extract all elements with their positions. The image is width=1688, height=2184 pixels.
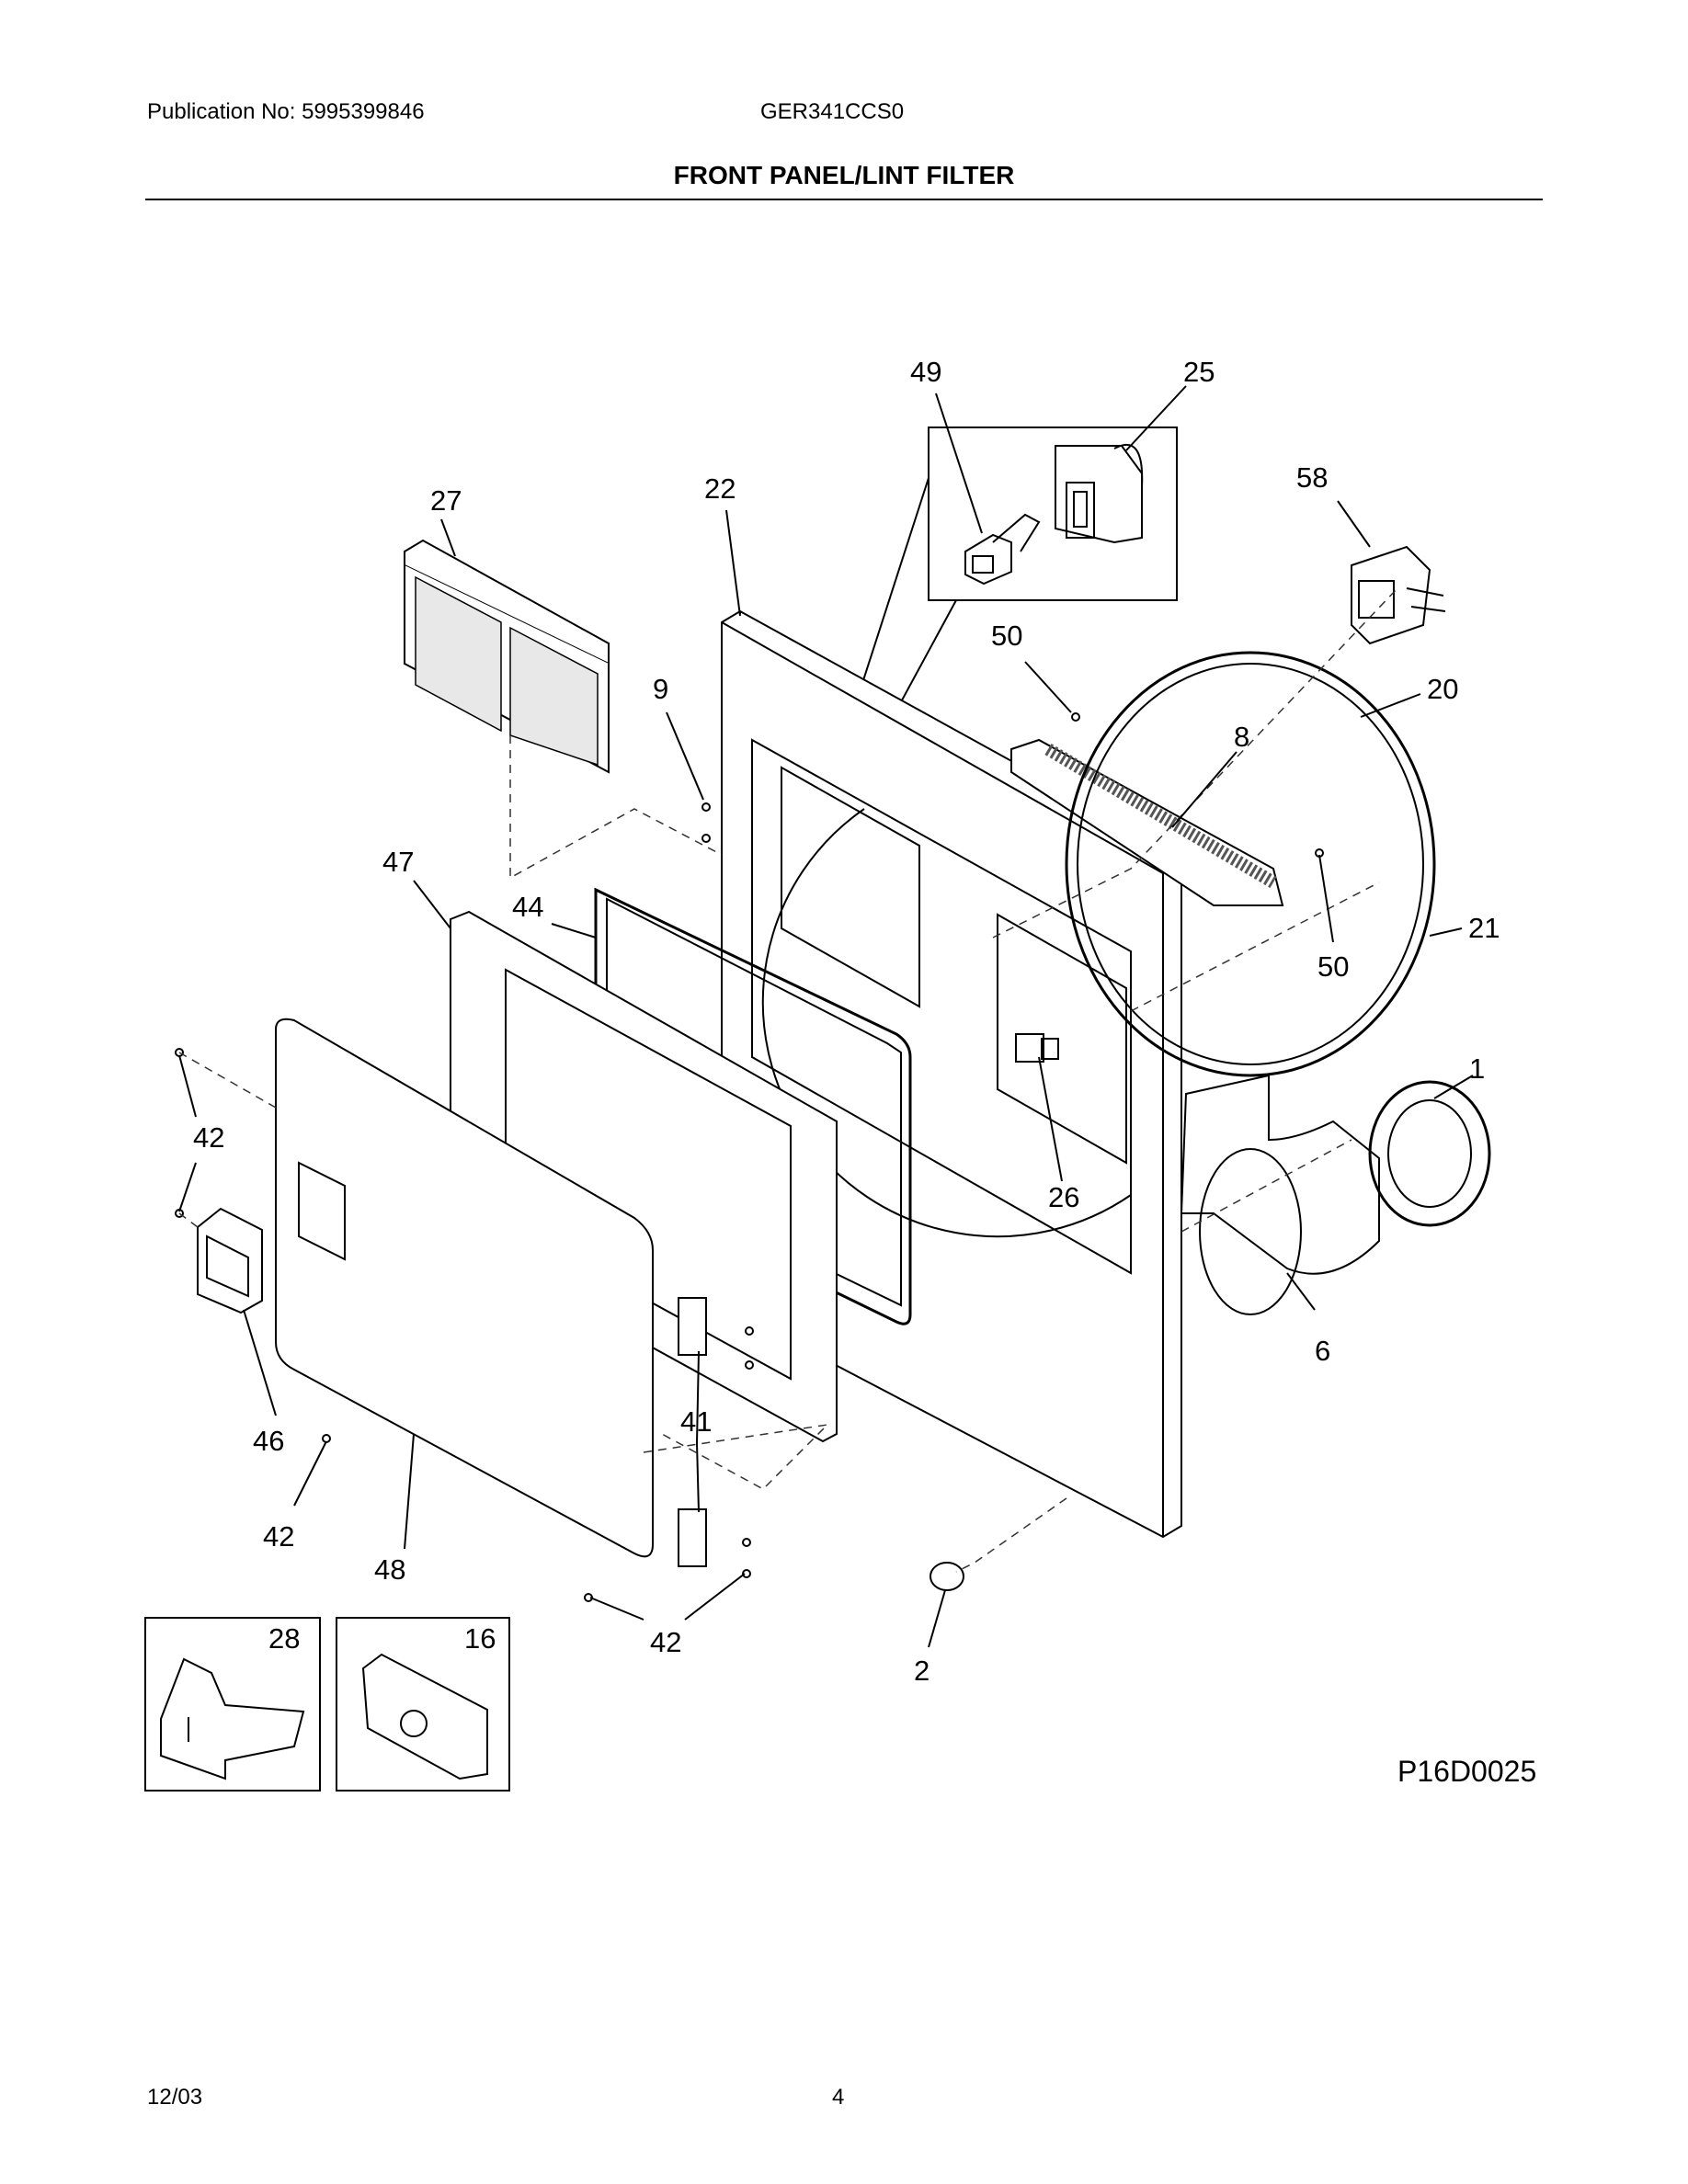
callout-58: 58 bbox=[1296, 461, 1328, 494]
part-6-blower-duct bbox=[1180, 1074, 1380, 1315]
callout-25: 25 bbox=[1183, 356, 1215, 388]
callout-50a: 50 bbox=[991, 620, 1022, 652]
inset-box-door-switch bbox=[928, 427, 1178, 601]
part-27-lint-filter bbox=[404, 539, 610, 774]
callout-46: 46 bbox=[253, 1425, 284, 1457]
callout-42a: 42 bbox=[193, 1121, 224, 1154]
part-48-outer-door bbox=[275, 1018, 654, 1558]
page-title: FRONT PANEL/LINT FILTER bbox=[673, 161, 1015, 189]
part-8-lint-duct-strip bbox=[1010, 738, 1284, 906]
part-2-plug bbox=[930, 1562, 964, 1591]
callout-20: 20 bbox=[1427, 673, 1458, 705]
leader-lines bbox=[178, 385, 1474, 1648]
callout-44: 44 bbox=[512, 891, 543, 923]
part-1-blower-ring bbox=[1368, 1080, 1491, 1227]
alignment-lines bbox=[178, 587, 1398, 1573]
part-58-switch bbox=[1351, 545, 1446, 645]
callout-1: 1 bbox=[1469, 1052, 1485, 1085]
callout-26: 26 bbox=[1048, 1181, 1079, 1213]
part-20-drum-felt-seal bbox=[1065, 651, 1436, 1077]
callout-50b: 50 bbox=[1317, 950, 1349, 983]
part-16-bracket bbox=[361, 1653, 488, 1780]
callout-8: 8 bbox=[1234, 721, 1249, 753]
model-number: GER341CCS0 bbox=[760, 99, 905, 124]
publication-number: Publication No: 5995399846 bbox=[147, 99, 425, 124]
footer-date: 12/03 bbox=[147, 2085, 203, 2110]
callout-27: 27 bbox=[430, 484, 462, 517]
callout-6: 6 bbox=[1315, 1335, 1330, 1367]
part-49-plunger bbox=[964, 513, 1041, 586]
callout-49: 49 bbox=[910, 356, 941, 388]
callout-16: 16 bbox=[464, 1622, 496, 1655]
header-divider bbox=[145, 199, 1543, 200]
part-25-switch-housing bbox=[1055, 443, 1144, 544]
callout-41: 41 bbox=[680, 1405, 712, 1438]
part-41-hinges bbox=[678, 1297, 707, 1567]
callout-21: 21 bbox=[1468, 912, 1500, 944]
callout-42b: 42 bbox=[263, 1520, 294, 1553]
callout-48: 48 bbox=[374, 1553, 405, 1586]
callout-2: 2 bbox=[914, 1655, 930, 1687]
callout-47: 47 bbox=[382, 846, 414, 878]
callout-labels: 49 25 58 27 22 50 20 9 8 47 44 21 50 1 4… bbox=[193, 356, 1500, 1687]
part-28-bracket bbox=[160, 1657, 305, 1780]
diagram-code: P16D0025 bbox=[1397, 1755, 1536, 1788]
part-46-door-handle bbox=[197, 1207, 263, 1314]
inset-box-28 bbox=[144, 1617, 321, 1792]
callout-9: 9 bbox=[653, 673, 668, 705]
page-number: 4 bbox=[832, 2085, 845, 2110]
callout-42c: 42 bbox=[650, 1626, 681, 1658]
callout-22: 22 bbox=[704, 472, 736, 505]
inset-box-16 bbox=[336, 1617, 510, 1792]
callout-28: 28 bbox=[268, 1622, 300, 1655]
